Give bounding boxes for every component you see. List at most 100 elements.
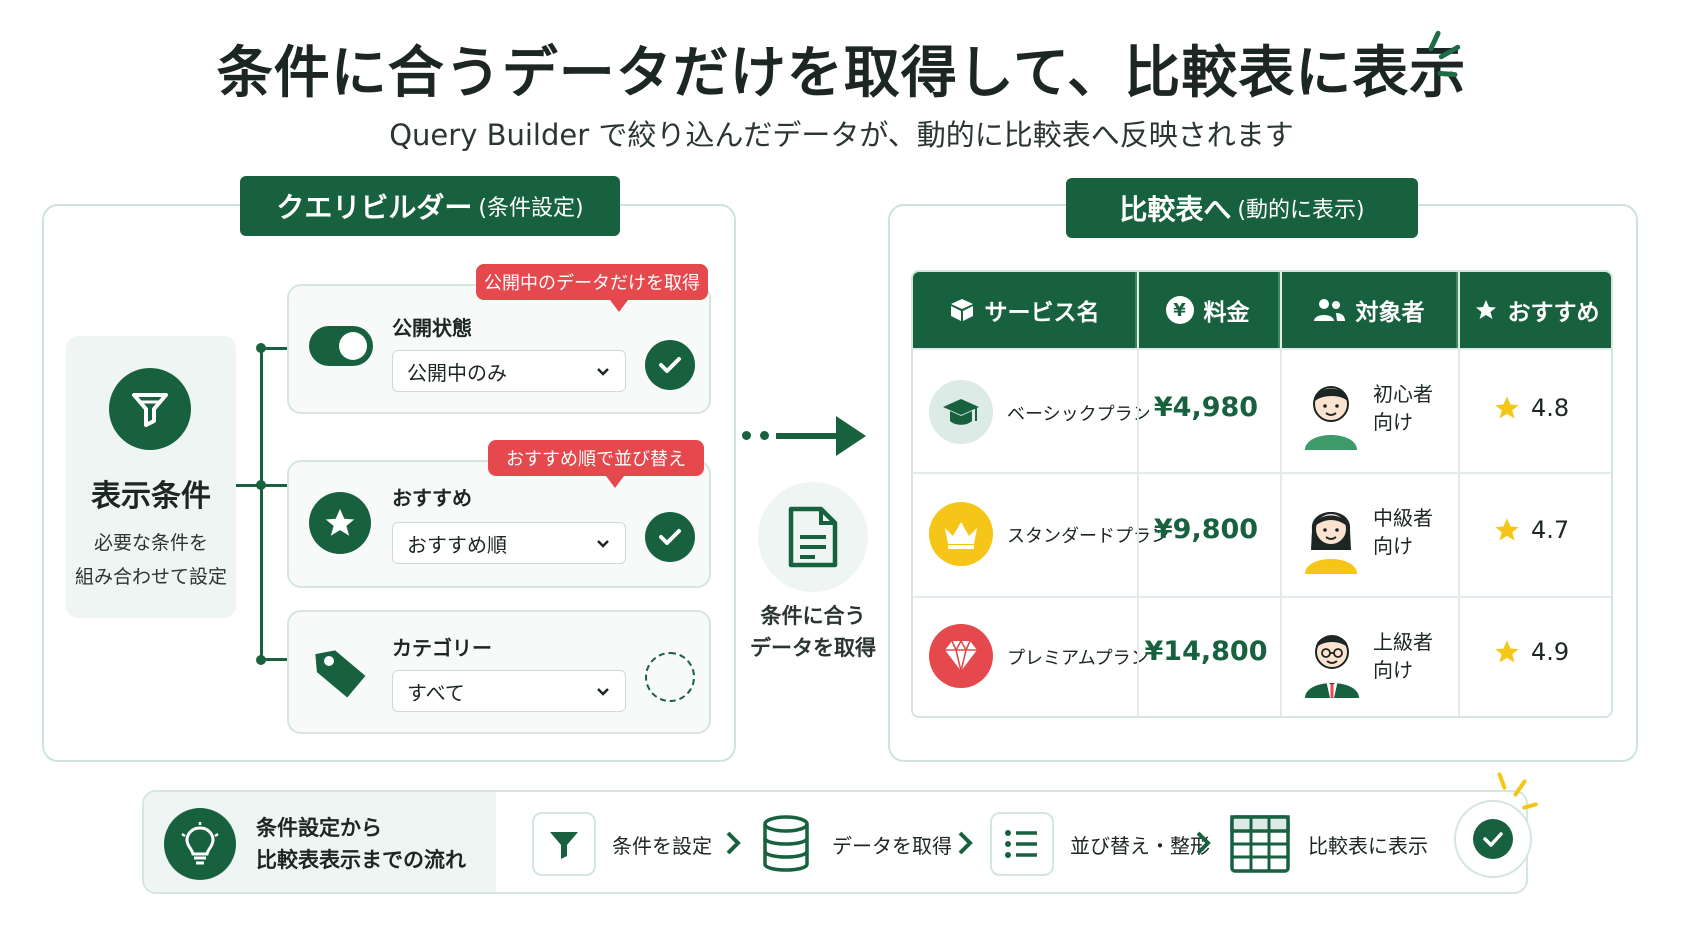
plan-price: ¥9,800 — [1153, 514, 1259, 545]
users-icon — [1313, 299, 1345, 321]
conditions-title: 表示条件 — [91, 479, 211, 514]
filter-icon — [109, 368, 191, 450]
avatar — [1305, 386, 1357, 450]
comparison-tab: 比較表へ (動的に表示) — [1066, 178, 1418, 238]
document-circle — [758, 482, 868, 592]
box-icon — [950, 299, 973, 321]
filter-card-status: 公開状態 公開中のみ — [287, 284, 711, 414]
sparkle-icon — [1497, 771, 1507, 791]
fetch-data-label: 条件に合う データを取得 — [730, 600, 896, 664]
star-icon[interactable] — [309, 492, 371, 554]
column-divider — [1137, 272, 1139, 716]
fetch-label-line: データを取得 — [750, 636, 876, 660]
rating: 4.9 — [1493, 638, 1569, 666]
column-header: ¥ 料金 — [1137, 272, 1280, 348]
step-sort — [990, 812, 1054, 876]
crown-icon — [929, 502, 993, 566]
plan-name: スタンダードプラン — [1007, 526, 1169, 547]
filter-label: 公開状態 — [392, 316, 472, 340]
toggle-icon[interactable] — [309, 326, 373, 366]
list-icon — [1005, 830, 1037, 858]
tree-connector — [262, 658, 288, 661]
plan-price: ¥14,800 — [1144, 636, 1268, 667]
column-header-label: サービス名 — [984, 300, 1100, 326]
unchecked-circle-icon — [645, 652, 695, 702]
avatar — [1305, 635, 1359, 698]
select-value: おすすめ順 — [407, 532, 507, 557]
document-icon — [788, 506, 838, 568]
conditions-description: 必要な条件を 組み合わせて設定 — [66, 526, 236, 594]
status-tooltip: 公開中のデータだけを取得 — [476, 264, 708, 312]
table-header: サービス名 ¥ 料金 対象者 おすすめ — [913, 272, 1611, 348]
page-subtitle: Query Builder で絞り込んだデータが、動的に比較表へ反映されます — [389, 118, 1294, 152]
flow-title: 条件設定から 比較表表示までの流れ — [256, 812, 466, 876]
status-select[interactable]: 公開中のみ — [392, 350, 626, 392]
star-icon — [1495, 640, 1519, 663]
chevron-down-icon — [597, 368, 609, 376]
step-label: 条件を設定 — [612, 834, 712, 858]
query-builder-tab: クエリビルダー (条件設定) — [240, 176, 620, 236]
check-icon — [645, 340, 695, 390]
comparison-tab-title: 比較表へ — [1119, 193, 1232, 226]
sort-select[interactable]: おすすめ順 — [392, 522, 626, 564]
tree-connector — [236, 484, 262, 487]
fetch-label-line: 条件に合う — [760, 604, 866, 628]
target-user: 初心者 向け — [1373, 380, 1433, 436]
column-header: サービス名 — [913, 272, 1137, 348]
filter-card-category: カテゴリー すべて — [287, 610, 711, 734]
step-label: データを取得 — [832, 834, 952, 858]
star-icon — [1495, 518, 1519, 541]
select-value: 公開中のみ — [407, 360, 507, 385]
step-database — [754, 812, 818, 876]
step-label: 並び替え・整形 — [1070, 834, 1210, 858]
flow-title-line: 比較表表示までの流れ — [256, 848, 466, 872]
dot-icon — [742, 431, 751, 440]
target-line: 向け — [1373, 410, 1413, 434]
target-line: 中級者 — [1373, 506, 1433, 530]
tag-icon[interactable] — [311, 642, 371, 702]
avatar — [1305, 512, 1357, 574]
chevron-right-icon — [726, 831, 741, 855]
column-header: 対象者 — [1280, 272, 1458, 348]
filter-label: おすすめ — [392, 486, 472, 510]
table-row: ベーシックプラン ¥4,980 初心者 向け 4.8 — [913, 348, 1611, 472]
arrow-right-icon — [776, 416, 866, 456]
chevron-down-icon — [597, 540, 609, 548]
tree-node — [256, 343, 266, 353]
chevron-right-icon — [1196, 831, 1211, 855]
display-conditions-box: 表示条件 必要な条件を 組み合わせて設定 — [66, 336, 236, 618]
plan-name: ベーシックプラン — [1007, 404, 1151, 425]
diamond-icon — [929, 624, 993, 688]
rating-value: 4.9 — [1531, 638, 1570, 666]
rating: 4.8 — [1493, 394, 1569, 422]
column-header: おすすめ — [1458, 272, 1611, 348]
target-user: 中級者 向け — [1373, 504, 1433, 560]
plan-name: プレミアムプラン — [1007, 648, 1149, 669]
target-user: 上級者 向け — [1373, 628, 1433, 684]
query-builder-tab-sub: (条件設定) — [478, 196, 584, 221]
query-builder-tab-title: クエリビルダー — [276, 191, 473, 224]
column-divider — [1280, 272, 1282, 716]
step-table — [1228, 812, 1292, 876]
flow-title-line: 条件設定から — [256, 816, 382, 840]
star-icon — [1475, 300, 1496, 319]
tree-connector — [260, 348, 263, 660]
conditions-desc-line: 組み合わせて設定 — [74, 566, 227, 588]
tree-connector — [262, 347, 288, 350]
check-icon — [645, 512, 695, 562]
target-line: 向け — [1373, 658, 1413, 682]
flow-intro: 条件設定から 比較表表示までの流れ — [144, 792, 496, 892]
process-flow-bar: 条件設定から 比較表表示までの流れ 条件を設定 データを取得 並び替え・整形 比… — [142, 790, 1528, 894]
category-select[interactable]: すべて — [392, 670, 626, 712]
comparison-table: サービス名 ¥ 料金 対象者 おすすめ ベーシックプラン ¥4,980 初心者 … — [911, 270, 1613, 718]
star-icon — [1495, 396, 1519, 419]
target-line: 上級者 — [1373, 630, 1433, 654]
check-icon — [1473, 819, 1513, 859]
target-line: 向け — [1373, 534, 1413, 558]
column-header-label: 対象者 — [1355, 300, 1425, 326]
table-row: スタンダードプラン ¥9,800 中級者 向け 4.7 — [913, 472, 1611, 596]
rating: 4.7 — [1493, 516, 1569, 544]
chevron-right-icon — [958, 831, 973, 855]
dot-icon — [760, 431, 769, 440]
yen-icon: ¥ — [1165, 296, 1194, 324]
